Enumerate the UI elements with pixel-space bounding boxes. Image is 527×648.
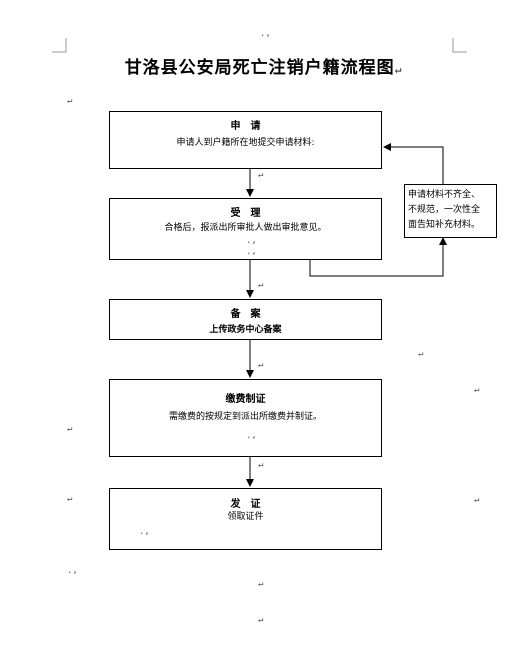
paragraph-mark: .,: [246, 431, 257, 441]
return-mark: ↵: [258, 170, 264, 180]
paragraph-mark: .,: [246, 236, 257, 246]
step-description: 领取证件: [227, 512, 264, 522]
step-title: 受 理: [230, 208, 261, 219]
paragraph-mark: .,: [260, 29, 271, 39]
return-mark: ↵: [258, 579, 264, 589]
step-description: 需缴费的按规定到派出所缴费并制证。: [168, 412, 322, 422]
step-accept-box: 受 理 合格后，报派出所审批人做出审批意见。 ., .,: [109, 198, 382, 260]
return-mark: ↵: [418, 349, 424, 359]
step-description: 合格后，报派出所审批人做出审批意见。: [164, 223, 327, 233]
step-record-box: 备 案 上传政务中心备案: [109, 299, 382, 340]
step-apply-box: 申 请 申请人到户籍所在地提交申请材料:: [109, 111, 382, 169]
page-title: 甘洛县公安局死亡注销户籍流程图↵: [124, 58, 403, 78]
return-mark: ↵: [258, 360, 264, 370]
return-mark: ↵: [67, 494, 73, 504]
return-mark: ↵: [474, 495, 480, 505]
step-description: 上传政务中心备案: [209, 325, 282, 335]
paragraph-mark: .,: [246, 247, 257, 257]
step-title: 缴费制证: [225, 394, 266, 405]
side-note-line: 申请材料不齐全、: [408, 190, 481, 200]
return-mark: ↵: [258, 615, 264, 625]
side-note-line: 面告知补充材料。: [408, 220, 481, 230]
paragraph-mark: .,: [139, 527, 150, 537]
paragraph-mark: .,: [67, 566, 78, 576]
arrow-accept-to-note: [309, 237, 447, 277]
return-mark: ↵: [67, 424, 73, 434]
arrow-note-to-apply: [383, 143, 444, 184]
step-title: 发 证: [230, 499, 261, 510]
step-description: 申请人到户籍所在地提交申请材料:: [176, 138, 315, 148]
step-fee-box: 缴费制证 需缴费的按规定到派出所缴费并制证。 .,: [109, 379, 382, 457]
return-mark: ↵: [67, 96, 73, 106]
return-mark: ↵: [258, 280, 264, 290]
step-title: 备 案: [230, 309, 261, 320]
return-mark: ↵: [474, 385, 480, 395]
side-note-line: 不规范，一次性全: [408, 205, 481, 215]
side-note-box: 申请材料不齐全、 不规范，一次性全 面告知补充材料。: [404, 184, 497, 238]
step-issue-box: 发 证 领取证件 .,: [109, 488, 382, 550]
return-mark: ↵: [258, 460, 264, 470]
step-title: 申 请: [230, 121, 261, 132]
